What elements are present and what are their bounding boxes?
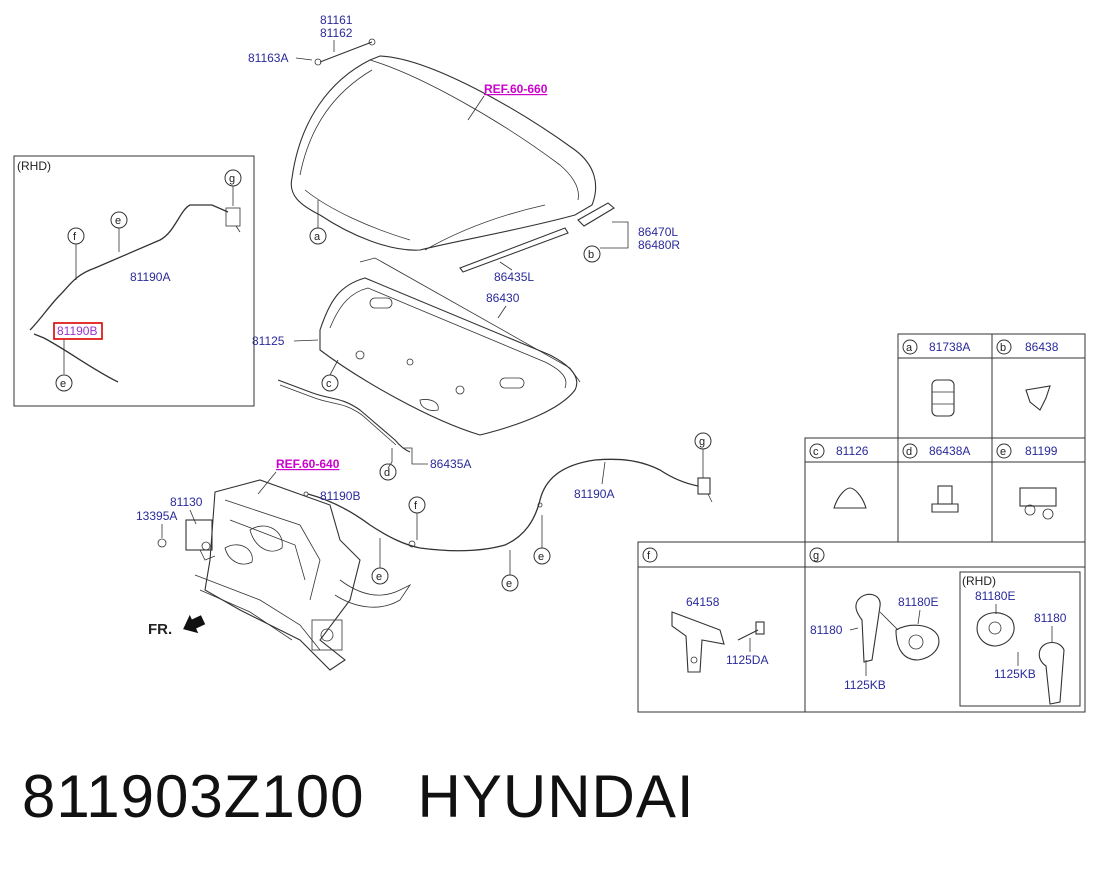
legend-b-part: 86438: [1025, 340, 1059, 354]
legend-d-icon: [902, 443, 918, 459]
rhd-label-1125KB: 1125KB: [994, 667, 1036, 681]
rhd-label-81180E: 81180E: [975, 589, 1015, 603]
clip-86438-icon: [1025, 385, 1051, 411]
bump-stopper-icon: [931, 379, 955, 417]
legend-f-icon: [642, 547, 658, 563]
hood-latch: [185, 519, 216, 561]
callout-c-text: c: [326, 378, 332, 390]
rhd-release-handle-icon: [976, 612, 1065, 705]
callout-c-icon: [321, 374, 339, 392]
callout-e5-text: e: [538, 551, 544, 563]
hood-insulator-pad: [319, 257, 581, 436]
label-81130: 81130: [170, 495, 203, 509]
rhd-label-81190A: 81190A: [130, 270, 170, 284]
rhd-sub-title: (RHD): [962, 574, 996, 588]
callout-f2-text: f: [414, 500, 418, 512]
callout-f-text: f: [73, 231, 77, 243]
callout-g-text: g: [229, 173, 235, 185]
rhd-release-cable: [29, 204, 241, 383]
callout-b-text: b: [588, 249, 594, 261]
label-81190A: 81190A: [574, 487, 614, 501]
label-86435A: 86435A: [430, 457, 471, 471]
legend-b-icon: [996, 339, 1012, 355]
legend-c-letter: c: [813, 446, 819, 458]
hood-seal-strip: [459, 202, 615, 273]
hood-panel: [290, 55, 597, 251]
label-81190B: 81190B: [320, 489, 360, 503]
part-number: 811903Z100: [22, 763, 365, 830]
label-86435L: 86435L: [494, 270, 534, 284]
label-86430: 86430: [486, 291, 520, 305]
label-81180: 81180: [810, 623, 843, 637]
bolt-13395A: [157, 538, 167, 548]
front-seal-strip: [277, 379, 411, 453]
brand-name: HYUNDAI: [417, 763, 695, 830]
front-direction-label: FR.: [148, 621, 172, 638]
legend-b-letter: b: [1000, 342, 1006, 354]
label-13395A: 13395A: [136, 509, 177, 523]
label-81125: 81125: [252, 334, 285, 348]
release-handle-main: [697, 477, 713, 503]
callout-d-text: d: [384, 467, 390, 479]
callout-e2-text: e: [60, 378, 66, 390]
parts-diagram: 81161 81162 81163A REF.60-660 a b 86470L…: [13, 13, 1086, 713]
callout-e3-text: e: [376, 571, 382, 583]
legend-grid: [637, 333, 1086, 713]
rhd-label-81190B-highlighted: 81190B: [57, 324, 97, 338]
callout-e4-text: e: [506, 578, 512, 590]
callout-d-icon: [379, 463, 397, 481]
callout-g2-text: g: [699, 436, 705, 448]
legend-d-part: 86438A: [929, 444, 970, 458]
highlight-box: [53, 322, 103, 340]
legend-d-letter: d: [906, 446, 912, 458]
label-81162: 81162: [320, 26, 353, 40]
ref-60-640-link[interactable]: REF.60-640: [276, 457, 340, 471]
legend-c-icon: [809, 443, 825, 459]
callout-a-icon: [309, 227, 327, 245]
legend-g-icon: [809, 547, 825, 563]
legend-e-part: 81199: [1025, 444, 1058, 458]
legend-a-icon: [902, 339, 918, 355]
label-1125DA: 1125DA: [726, 653, 768, 667]
callout-b-icon: [583, 245, 601, 263]
callout-e-text: e: [115, 215, 121, 227]
bracket-64158-icon: [671, 611, 725, 673]
label-86480R: 86480R: [638, 238, 680, 252]
legend-a-part: 81738A: [929, 340, 970, 354]
hood-stay-rod: [314, 38, 376, 66]
cable-clip-81199-icon: [1019, 487, 1057, 520]
legend-f-letter: f: [647, 550, 651, 562]
part-number-caption: 811903Z100 HYUNDAI: [22, 762, 695, 831]
clip-86438A-icon: [931, 485, 959, 513]
legend-e-letter: e: [1000, 446, 1006, 458]
release-handle-81180-icon: [855, 593, 940, 663]
legend-a-letter: a: [906, 342, 913, 354]
front-arrow-icon: [183, 614, 206, 634]
callout-a-text: a: [314, 231, 321, 243]
bolt-1125DA-icon: [737, 621, 765, 641]
label-64158: 64158: [686, 595, 720, 609]
rhd-inset-box: [13, 155, 255, 407]
label-1125KB: 1125KB: [844, 678, 886, 692]
label-86470L: 86470L: [638, 225, 678, 239]
legend-c-part: 81126: [836, 444, 869, 458]
rhd-inset-title: (RHD): [17, 159, 51, 173]
label-81180E: 81180E: [898, 595, 938, 609]
hood-release-cable: [303, 458, 699, 552]
callout-e2-icon: [55, 374, 73, 392]
radiator-support-frame: [194, 479, 412, 671]
ref-60-660-link[interactable]: REF.60-660: [484, 82, 548, 96]
legend-g-letter: g: [813, 550, 819, 562]
rhd-label-81180: 81180: [1034, 611, 1067, 625]
legend-e-icon: [996, 443, 1012, 459]
label-81163A: 81163A: [248, 51, 288, 65]
grommet-81126-icon: [833, 487, 867, 509]
label-81161: 81161: [320, 13, 353, 27]
